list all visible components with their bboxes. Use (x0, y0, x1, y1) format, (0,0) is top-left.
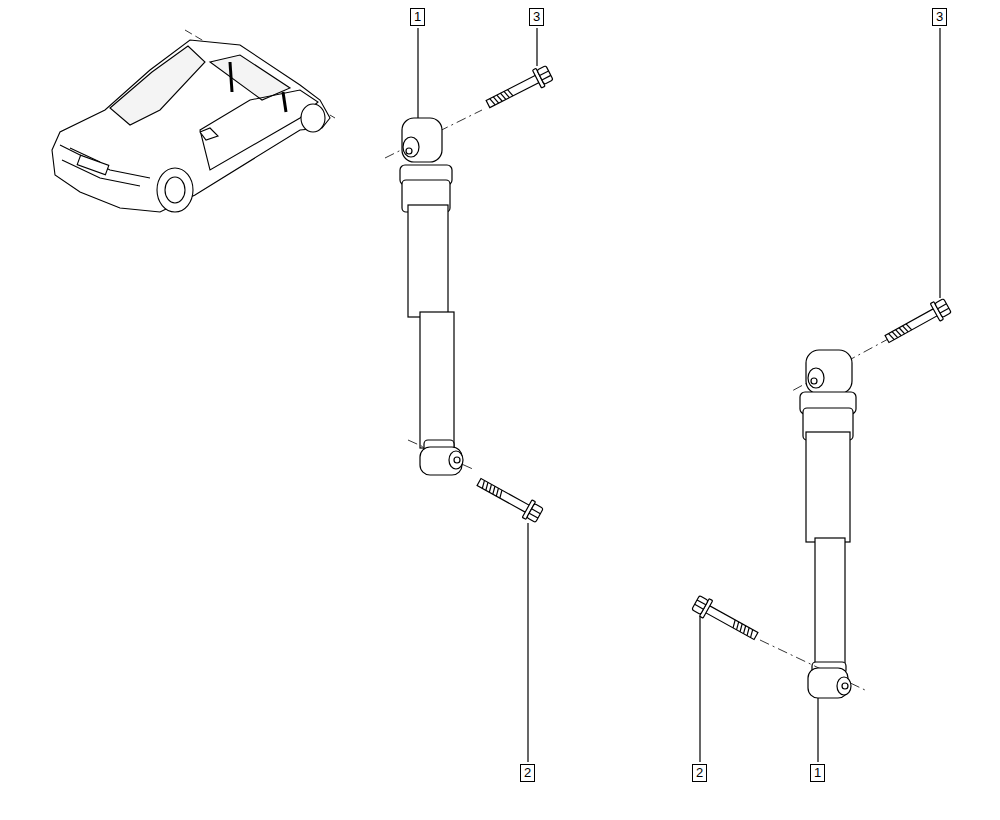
callout-number: 1 (810, 764, 825, 782)
callout-number: 3 (932, 8, 947, 26)
left-shock-absorber (385, 110, 482, 475)
right-shock-absorber (760, 338, 890, 698)
callout-number: 3 (529, 8, 544, 26)
callout-number: 2 (520, 764, 535, 782)
vehicle-sketch (52, 30, 335, 212)
bolt (483, 64, 554, 113)
bolt (691, 594, 761, 645)
callout-number: 2 (692, 764, 707, 782)
leader-lines (418, 28, 940, 762)
bolt (474, 473, 544, 524)
bolt (882, 297, 952, 348)
callout-number: 1 (410, 8, 425, 26)
